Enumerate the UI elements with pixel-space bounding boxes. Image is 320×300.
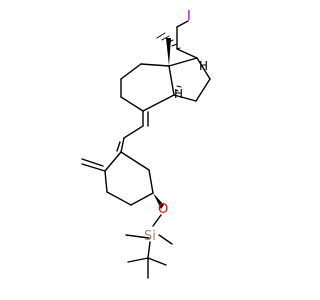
a-ring bbox=[104, 151, 154, 206]
hashed-wedge-ring-fusion bbox=[175, 85, 182, 92]
hydrogen-label-chain: H bbox=[199, 59, 208, 73]
cyclopentane-ring bbox=[168, 57, 211, 102]
silyl-substituents bbox=[125, 234, 173, 279]
hydrogen-label-ring-fusion: H bbox=[174, 87, 183, 101]
oxygen-atom-label: O bbox=[158, 202, 168, 217]
o-si-bond bbox=[152, 214, 162, 227]
iodine-atom-label: I bbox=[187, 9, 191, 24]
wedge-angular-methyl bbox=[166, 38, 171, 66]
structure-diagram: I H H O Si bbox=[81, 9, 211, 279]
iodomethyl-side-chain bbox=[176, 20, 198, 59]
wedge-oxygen bbox=[153, 193, 164, 209]
cyclohexane-ring bbox=[120, 63, 175, 112]
molecule-canvas: I H H O Si bbox=[81, 9, 211, 279]
silicon-atom-label: Si bbox=[144, 229, 156, 244]
exocyclic-methylene bbox=[81, 158, 106, 172]
diene-linker bbox=[116, 110, 149, 153]
